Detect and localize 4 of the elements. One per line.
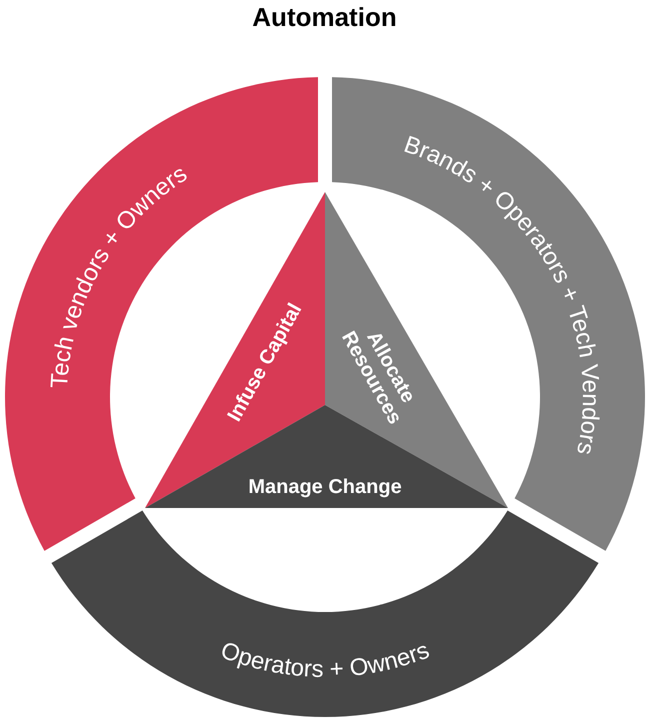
section-label: Manage Change [248, 476, 402, 498]
diagram-title: Automation [252, 2, 397, 33]
segment-label: Operators + Owners [217, 636, 433, 684]
ring-segment [51, 510, 599, 717]
